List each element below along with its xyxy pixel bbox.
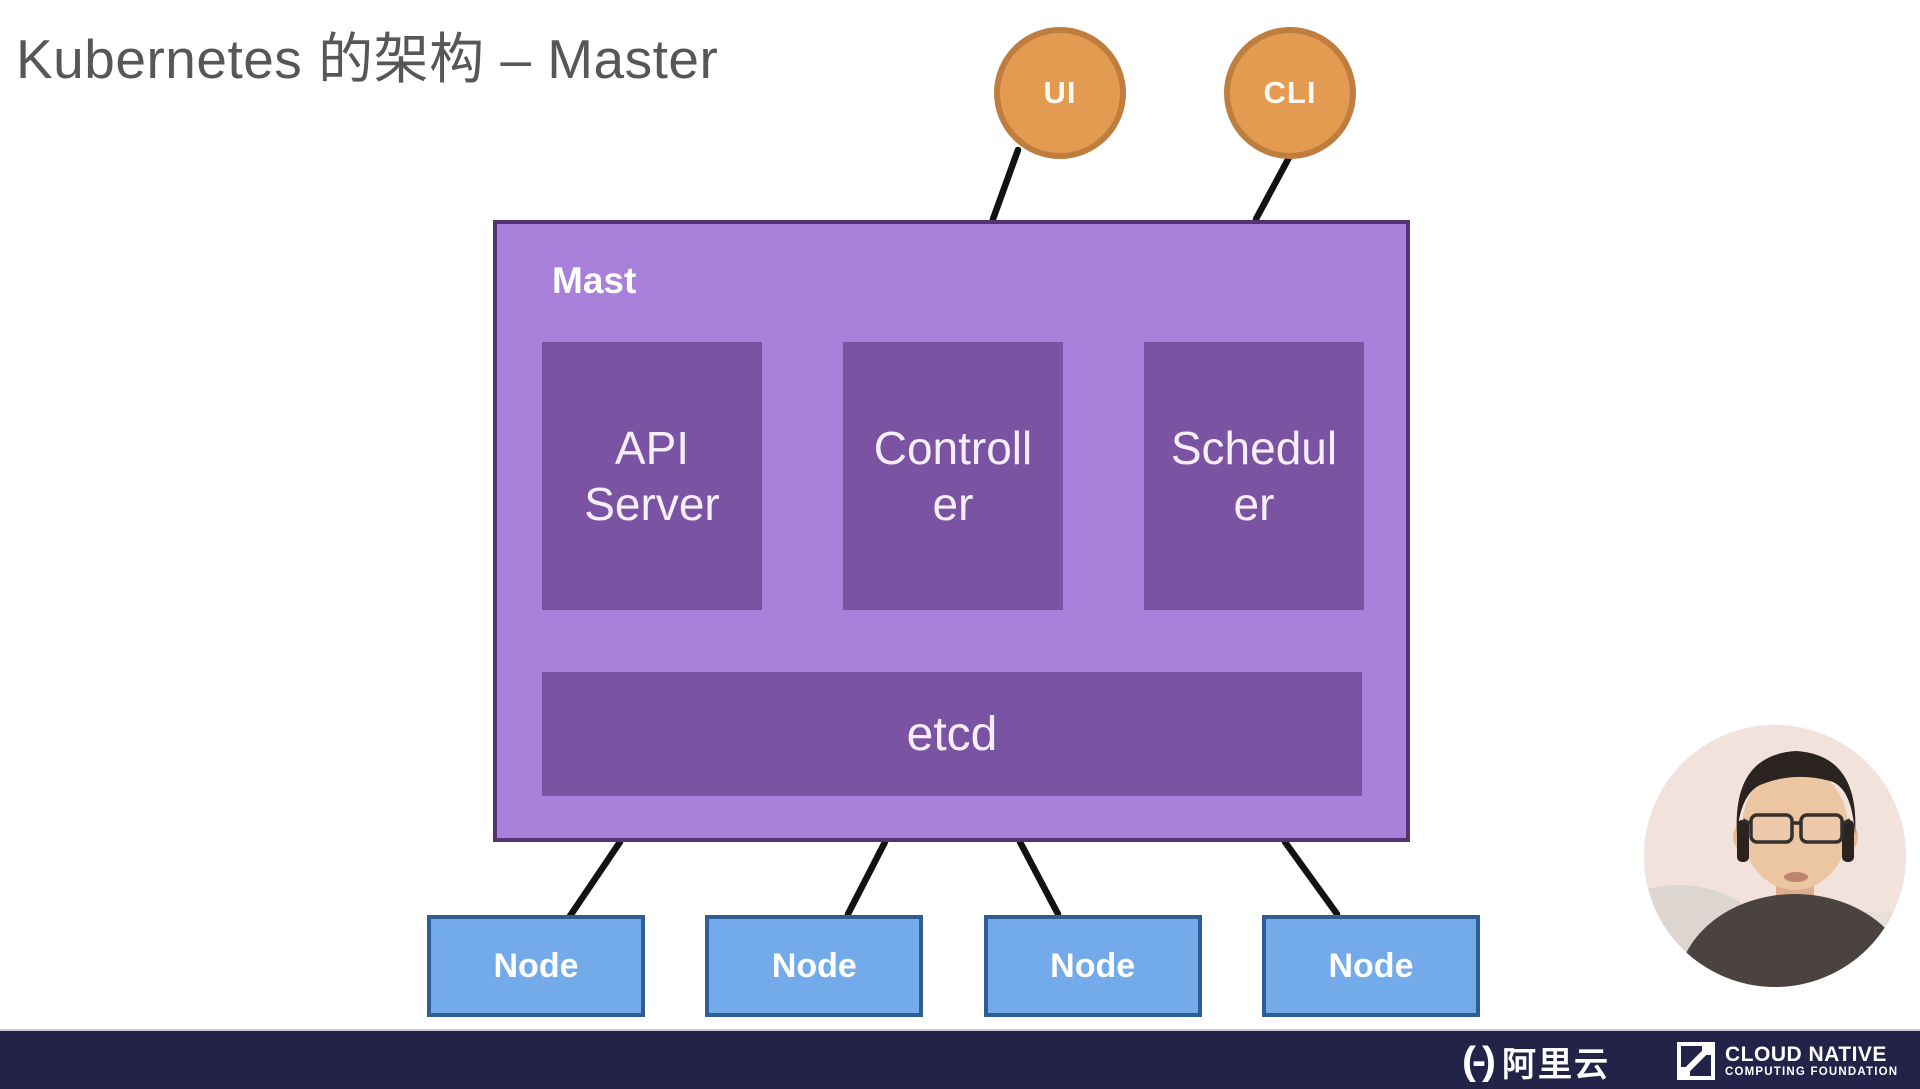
component-box-scheduler: Schedul er	[1144, 342, 1364, 610]
cncf-logo-line1: CLOUD NATIVE	[1725, 1042, 1887, 1066]
ui-client-label: UI	[1043, 75, 1077, 110]
connector-line-node-4	[1281, 838, 1341, 918]
node-box-3: Node	[983, 915, 1202, 1017]
etcd-label: etcd	[906, 707, 998, 761]
etcd-bar: etcd	[542, 672, 1362, 796]
connector-line-cli	[1252, 148, 1296, 223]
webcam-overlay	[1644, 725, 1906, 987]
footer-bar: (-) 阿里云 CLOUD NATIVE COMPUTING FOUNDATIO…	[0, 1029, 1920, 1089]
connector-line-node-2	[844, 838, 889, 918]
node-box-4: Node	[1261, 915, 1480, 1017]
cli-client-label: CLI	[1263, 75, 1317, 110]
page-title: Kubernetes 的架构 – Master	[16, 28, 719, 90]
cncf-logo-text: CLOUD NATIVE COMPUTING FOUNDATION	[1725, 1042, 1899, 1078]
cli-client-circle: CLI	[1224, 27, 1356, 159]
component-box-api-server: API Server	[542, 342, 762, 610]
component-box-controller: Controll er	[843, 342, 1063, 610]
ui-client-circle: UI	[994, 27, 1126, 159]
connector-line-ui	[989, 146, 1022, 223]
alibaba-cloud-logo: (-) 阿里云	[1462, 1031, 1610, 1089]
alibaba-logo-mark-icon: (-)	[1462, 1038, 1496, 1083]
cncf-logo: CLOUD NATIVE COMPUTING FOUNDATION	[1676, 1031, 1898, 1089]
connector-line-node-3	[1016, 838, 1062, 918]
cncf-logo-icon	[1677, 1042, 1715, 1080]
presenter-avatar	[1644, 725, 1906, 987]
master-label: Mast	[552, 260, 637, 301]
cncf-logo-line2: COMPUTING FOUNDATION	[1725, 1065, 1899, 1078]
node-box-2: Node	[705, 915, 924, 1017]
master-box: Mast API Server Controll er Schedul er e…	[493, 220, 1410, 842]
alibaba-logo-text: 阿里云	[1501, 1045, 1610, 1084]
node-box-1: Node	[427, 915, 645, 1017]
connector-line-node-1	[566, 838, 624, 920]
node-row: Node Node Node Node	[427, 915, 1480, 1017]
master-components-row: API Server Controll er Schedul er	[542, 342, 1364, 610]
